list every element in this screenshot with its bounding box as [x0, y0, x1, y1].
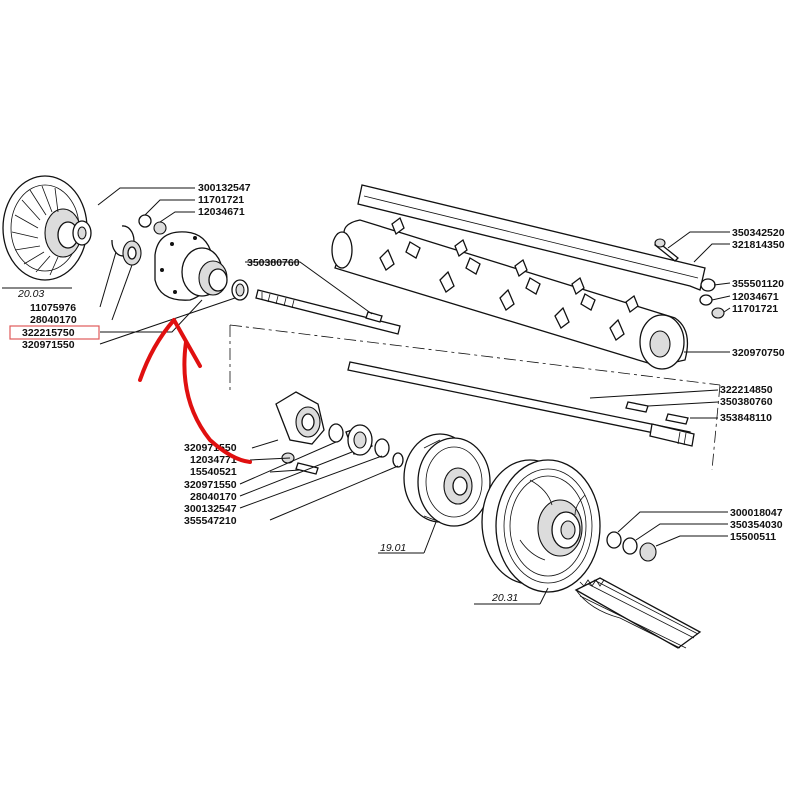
- fastener-nut: [711, 307, 725, 319]
- center-bearing: [345, 424, 373, 456]
- shaft-key-2: [665, 413, 689, 425]
- leader-roller-top: [245, 261, 373, 315]
- highlight-box: [9, 325, 100, 340]
- label-12034671-right: 12034671: [732, 291, 779, 303]
- label-15500511: 15500511: [730, 531, 776, 543]
- leaders-right-top: [667, 231, 731, 353]
- large-pulley: [481, 459, 601, 593]
- roller-key: [365, 311, 383, 323]
- label-320971550: 320971550: [22, 339, 75, 351]
- center-seal: [374, 438, 390, 458]
- ref-label-small-pulley: 19.01: [380, 542, 406, 554]
- flanged-housing: [154, 231, 228, 301]
- label-28040170: 28040170: [30, 314, 77, 326]
- label-350354030: 350354030: [730, 519, 783, 531]
- leaders-top-left: [97, 187, 195, 223]
- assembly-frame: [229, 324, 721, 471]
- label-300132547-center: 300132547: [184, 503, 237, 515]
- hub-bearing: [72, 220, 92, 246]
- pulley-nut: [639, 542, 657, 562]
- label-11701721-right: 11701721: [732, 303, 778, 315]
- blade-bar: [357, 184, 706, 291]
- drive-shaft: [347, 361, 695, 447]
- leaders-left-column: [99, 251, 236, 345]
- bearing-block: [275, 391, 325, 445]
- hub-label-20-03: 20.03: [2, 287, 72, 300]
- drive-belt: [574, 577, 702, 649]
- ref-label-large-pulley: 20.31: [491, 592, 518, 604]
- label-300132547: 300132547: [198, 182, 251, 194]
- label-12034671: 12034671: [198, 206, 245, 218]
- label-353848110: 353848110: [720, 412, 772, 424]
- label-350380760-right: 350380760: [720, 396, 773, 408]
- small-washer: [138, 214, 152, 228]
- pulley-spacer: [622, 537, 638, 555]
- label-350342520: 350342520: [732, 227, 785, 239]
- label-roller-top: 350380760: [247, 257, 300, 269]
- center-bolt: [295, 462, 319, 475]
- pulley-washer: [606, 531, 622, 549]
- label-15540521: 15540521: [190, 466, 237, 478]
- label-300018047: 300018047: [730, 507, 783, 519]
- small-nut: [153, 221, 167, 235]
- leaders-pulley-right: [617, 511, 728, 547]
- roller-shaft: [255, 289, 401, 335]
- label-roller-end: 320970750: [732, 347, 785, 359]
- label-320971550-b: 320971550: [184, 479, 237, 491]
- roller-flails: [379, 216, 639, 341]
- annotation-arrow: [138, 318, 252, 464]
- label-11701721: 11701721: [198, 194, 244, 206]
- label-28040170-center: 28040170: [190, 491, 237, 503]
- fastener-washer: [699, 294, 713, 306]
- fastener-spacer: [700, 278, 716, 292]
- label-11075976: 11075976: [30, 302, 76, 314]
- label-322215750: 322215750: [22, 327, 75, 339]
- small-pulley-label: 19.01: [378, 521, 437, 554]
- label-322214850: 322214850: [720, 384, 773, 396]
- label-12034771: 12034771: [190, 454, 237, 466]
- label-355547210: 355547210: [184, 515, 237, 527]
- large-pulley-label: 20.31: [474, 587, 549, 605]
- label-321814350: 321814350: [732, 239, 785, 251]
- shaft-key-1: [625, 401, 649, 413]
- center-washer: [328, 423, 344, 443]
- leaders-center-left: [239, 439, 399, 521]
- roller-bolt: [654, 238, 679, 262]
- roller-drum: [331, 219, 689, 370]
- hub-disc: [2, 175, 88, 281]
- label-355501120: 355501120: [732, 278, 784, 290]
- center-circlip: [392, 452, 404, 468]
- small-pulley: [403, 433, 491, 527]
- ref-label-hub: 20.03: [17, 288, 44, 300]
- leaders-shaft-right: [589, 389, 719, 419]
